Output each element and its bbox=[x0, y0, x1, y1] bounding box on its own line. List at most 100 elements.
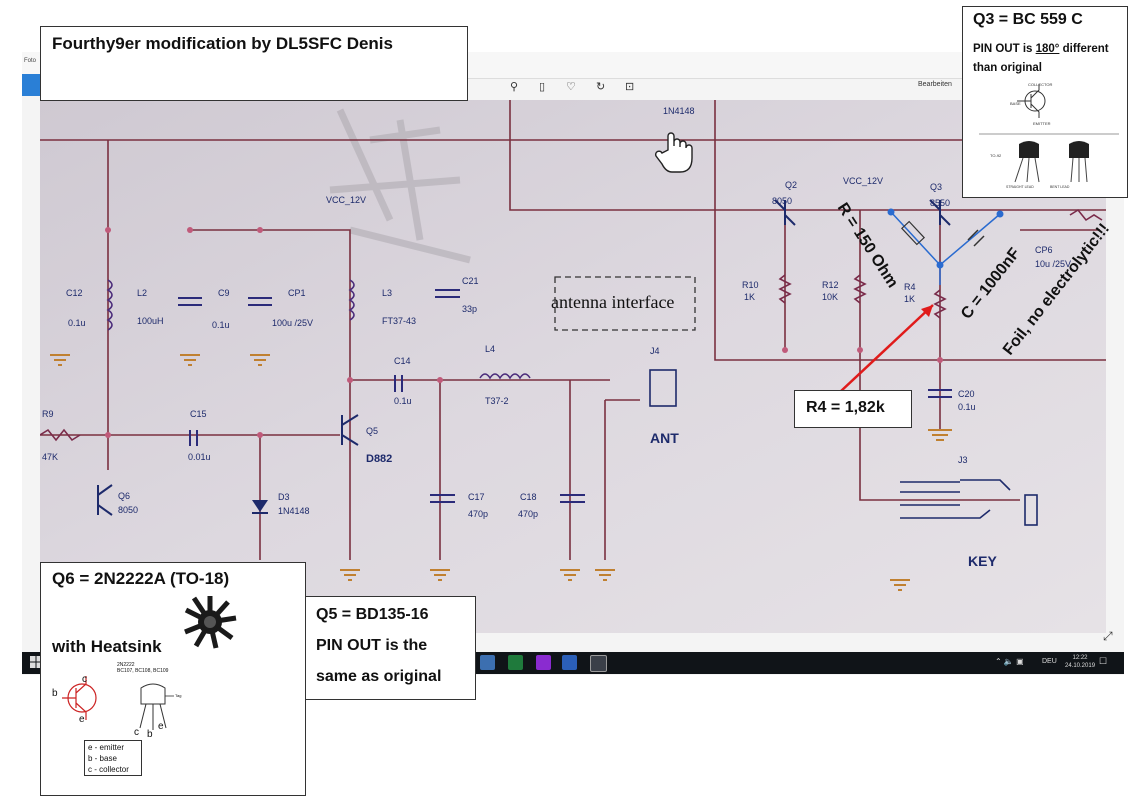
label-r12: R12 bbox=[822, 280, 839, 290]
q5-note-line2: PIN OUT is the bbox=[316, 637, 428, 654]
zoom-icon[interactable]: ⚲ bbox=[510, 81, 519, 93]
pin-c-label: c bbox=[82, 674, 87, 685]
pin-e-label: e bbox=[79, 714, 85, 725]
label-l4: L4 bbox=[485, 344, 496, 354]
legend-emitter: e - emitter bbox=[88, 743, 125, 752]
app-icon[interactable] bbox=[480, 655, 495, 670]
app-name: Foto bbox=[24, 58, 37, 64]
label-c20: C20 bbox=[958, 389, 975, 399]
q6-heatsink: with Heatsink bbox=[52, 637, 162, 656]
label-c17: C17 bbox=[468, 492, 485, 502]
legend-collector: c - collector bbox=[88, 765, 129, 774]
tag-label: Tag bbox=[175, 693, 182, 698]
r4-note: R4 = 1,82k bbox=[806, 399, 885, 416]
part-bc107-label: BC107, BC108, BC109 bbox=[117, 668, 169, 674]
label-l2-value: 100uH bbox=[137, 316, 164, 326]
emitter-label: EMITTER bbox=[1033, 121, 1051, 126]
label-c20-value: 0.1u bbox=[958, 402, 976, 412]
tray-time: 12:22 bbox=[1072, 655, 1088, 661]
label-q2-value: 8050 bbox=[772, 196, 793, 206]
label-q3: Q3 bbox=[930, 182, 943, 192]
label-c18: C18 bbox=[520, 492, 537, 502]
label-l3: L3 bbox=[382, 288, 393, 298]
label-r12-value: 10K bbox=[822, 292, 839, 302]
r4-note-box bbox=[794, 390, 912, 428]
tray-language[interactable]: DEU bbox=[1042, 658, 1057, 665]
page-title: Fourthy9er modification by DL5SFC Denis bbox=[52, 34, 393, 53]
label-l4-value: T37-2 bbox=[485, 396, 509, 406]
windows-start-icon[interactable] bbox=[30, 656, 42, 668]
label-q3-value: 8550 bbox=[930, 198, 951, 208]
label-r9-value: 47K bbox=[42, 452, 59, 462]
label-c15-value: 0.01u bbox=[188, 452, 211, 462]
label-vcc1: VCC_12V bbox=[326, 195, 367, 205]
pin-e-bottom-label: e bbox=[158, 721, 164, 732]
notification-icon[interactable]: ☐ bbox=[1099, 656, 1108, 666]
delete-icon[interactable]: ▯ bbox=[539, 81, 546, 93]
bent-lead-label: BENT LEAD bbox=[1050, 185, 1070, 189]
q6-title: Q6 = 2N2222A (TO-18) bbox=[52, 569, 230, 588]
label-c12-value: 0.1u bbox=[68, 318, 86, 328]
bc559-pinout-diagram bbox=[979, 84, 1119, 183]
label-vcc2: VCC_12V bbox=[843, 176, 884, 186]
label-c9-value: 0.1u bbox=[212, 320, 230, 330]
label-cp6: CP6 bbox=[1035, 245, 1053, 255]
pin-c-bottom-label: c bbox=[134, 727, 139, 738]
legend-base: b - base bbox=[88, 754, 117, 763]
label-l3-value: FT37-43 bbox=[382, 316, 417, 326]
tray-date: 24.10.2019 bbox=[1065, 663, 1096, 669]
word-icon[interactable] bbox=[562, 655, 577, 670]
base-label: BASE bbox=[1010, 101, 1021, 106]
crop-icon[interactable]: ⊡ bbox=[625, 81, 635, 93]
hand-cursor-icon bbox=[654, 132, 693, 173]
app-icon[interactable] bbox=[536, 655, 551, 670]
edit-button[interactable]: Bearbeiten bbox=[918, 81, 952, 88]
label-d3-value: 1N4148 bbox=[278, 506, 310, 516]
q3-note: PIN OUT is 180° different than original bbox=[973, 40, 1123, 78]
expand-icon[interactable]: ⤢ bbox=[1103, 629, 1113, 643]
collector-label: COLLECTOR bbox=[1028, 82, 1053, 87]
2n2222-pinout-diagram bbox=[62, 676, 174, 730]
label-r10: R10 bbox=[742, 280, 759, 290]
tray-clock[interactable]: 12:22 24.10.2019 bbox=[1065, 654, 1095, 670]
label-c17-value: 470p bbox=[468, 509, 489, 519]
pin-b-bottom-label: b bbox=[147, 729, 153, 740]
label-q5: Q5 bbox=[366, 426, 379, 436]
pin-b-label: b bbox=[52, 688, 58, 699]
label-c12: C12 bbox=[66, 288, 83, 298]
label-c21-value: 33p bbox=[462, 304, 478, 314]
schematic-photo bbox=[40, 100, 1106, 633]
label-q6: Q6 bbox=[118, 491, 131, 501]
label-r4-schematic-value: 1K bbox=[904, 294, 916, 304]
q3-title: Q3 = BC 559 C bbox=[973, 11, 1083, 28]
label-d3: D3 bbox=[278, 492, 290, 502]
label-c9: C9 bbox=[218, 288, 230, 298]
rotate-icon[interactable]: ↻ bbox=[596, 81, 606, 93]
q3-note-b: different than original bbox=[973, 43, 1109, 74]
heart-icon[interactable]: ♡ bbox=[566, 81, 576, 93]
label-j4: J4 bbox=[650, 346, 660, 356]
excel-icon[interactable] bbox=[508, 655, 523, 670]
label-r9: R9 bbox=[42, 409, 54, 419]
straight-lead-label: STRAIGHT LEAD bbox=[1006, 185, 1034, 189]
q5-title: Q5 = BD135-16 bbox=[316, 606, 429, 623]
q3-note-a: PIN OUT is bbox=[973, 43, 1036, 55]
tray-icons[interactable]: ⌃ 🔈 ▣ bbox=[995, 657, 1024, 666]
label-1n4148: 1N4148 bbox=[663, 106, 695, 116]
label-q6-value: 8050 bbox=[118, 505, 139, 515]
label-cp1-value: 100u /25V bbox=[272, 318, 314, 328]
label-c14: C14 bbox=[394, 356, 411, 366]
label-cp1: CP1 bbox=[288, 288, 306, 298]
photos-icon[interactable] bbox=[590, 655, 607, 672]
heatsink-icon bbox=[184, 596, 237, 649]
pin-legend: e - emitter b - base c - collector bbox=[84, 740, 142, 776]
antenna-interface-label: antenna interface bbox=[551, 292, 675, 312]
label-l2: L2 bbox=[137, 288, 148, 298]
label-key: KEY bbox=[968, 553, 997, 569]
q5-note-box bbox=[305, 596, 476, 700]
to92-label: TO-92 bbox=[990, 153, 1002, 158]
app-tab-icon[interactable] bbox=[22, 74, 40, 96]
label-c15: C15 bbox=[190, 409, 207, 419]
label-c14-value: 0.1u bbox=[394, 396, 412, 406]
label-j3: J3 bbox=[958, 455, 968, 465]
